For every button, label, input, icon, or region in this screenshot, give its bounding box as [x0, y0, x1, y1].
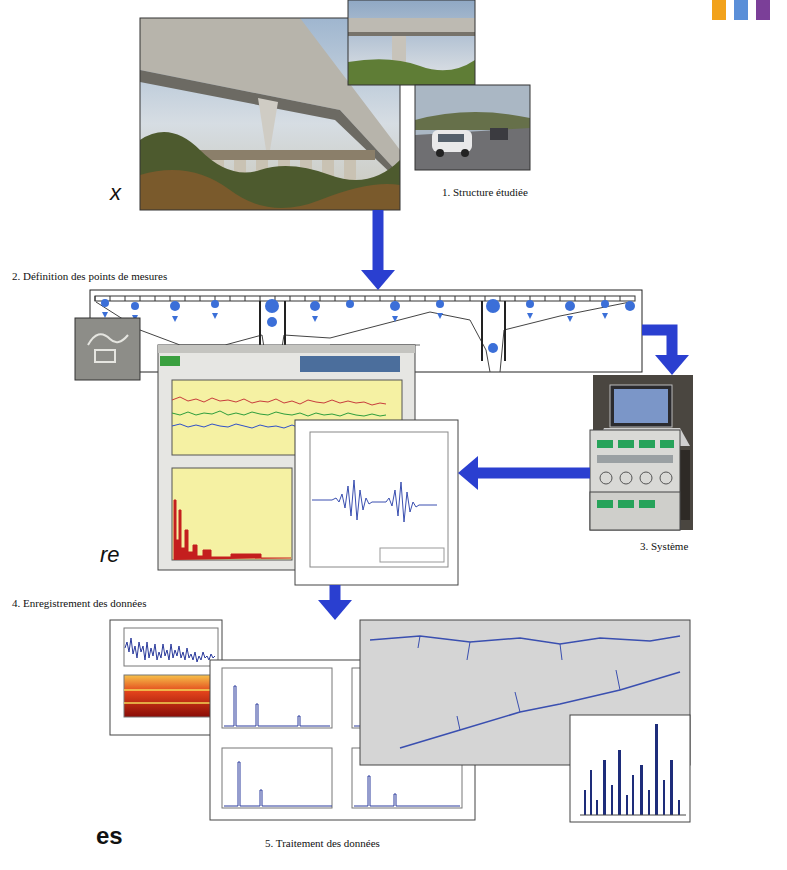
flow-arrow: [318, 585, 352, 620]
logo-bars: [712, 0, 770, 20]
slide-text-fragment: x: [110, 180, 121, 206]
arrow-head: [361, 270, 395, 290]
step-panel: 2. Définition des points de mesures: [90, 290, 642, 372]
slide-text-fragment: re: [100, 542, 120, 568]
flow-arrow: [458, 456, 590, 490]
step-panel: 5. Traitement des données: [110, 620, 690, 822]
bridge-photos: [140, 0, 530, 210]
arrow-head: [655, 355, 689, 375]
step-caption: 3. Système: [638, 540, 690, 553]
processing-figures: [110, 620, 690, 822]
arrow-head: [318, 600, 352, 620]
arrow-shaft: [477, 468, 590, 479]
step-panel: 3. Système: [590, 375, 695, 530]
arrow-shaft: [642, 330, 672, 356]
acquisition-system: [590, 375, 693, 530]
slide-text-fragment: es: [96, 822, 123, 850]
step-panel: 4. Enregistrement des données: [158, 345, 458, 585]
arrow-head: [458, 456, 478, 490]
step-caption: 4. Enregistrement des données: [10, 597, 148, 610]
arrow-shaft: [373, 210, 384, 271]
recording-screens: [158, 345, 458, 585]
step-caption: 2. Définition des points de mesures: [10, 270, 169, 283]
step-caption: 1. Structure étudiée: [440, 186, 530, 199]
flow-arrow: [642, 330, 689, 375]
flow-arrow: [361, 210, 395, 290]
step-caption: 5. Traitement des données: [263, 837, 382, 850]
step-panel: 1. Structure étudiée: [140, 0, 535, 210]
arrow-shaft: [330, 585, 341, 601]
